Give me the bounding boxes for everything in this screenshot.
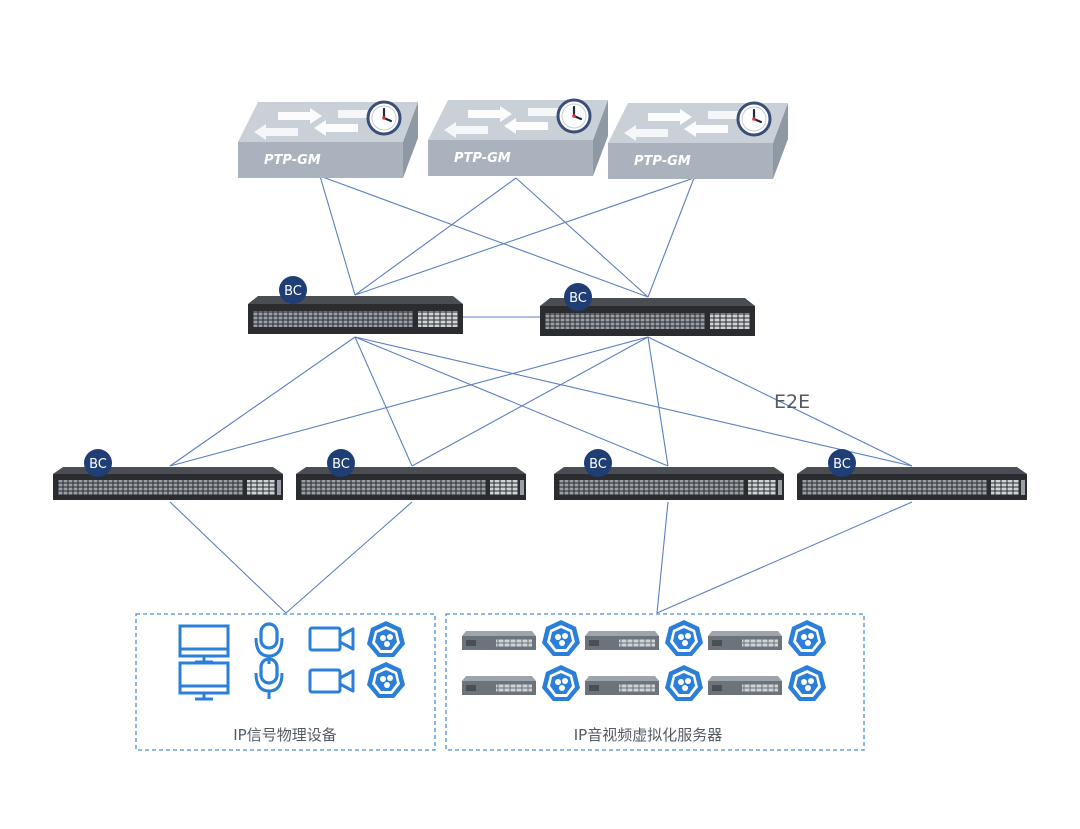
bc-badge: BC: [584, 449, 612, 477]
microphone-icon: [254, 657, 284, 701]
bc-badge-label: BC: [589, 457, 607, 472]
clock-icon: [366, 100, 402, 136]
ptp-gm-2: PTP-GM: [428, 98, 608, 176]
ptp-gm-3: PTP-GM: [608, 101, 788, 179]
kubernetes-icon: [665, 620, 703, 656]
monitor-icon: [178, 661, 230, 701]
group-label: IP信号物理设备: [233, 726, 336, 744]
e2e-label: E2E: [774, 391, 810, 413]
group-label: IP音视频虚拟化服务器: [574, 726, 722, 744]
kubernetes-icon: [367, 621, 405, 657]
group-border: [135, 613, 436, 751]
core-switch-1: [248, 296, 463, 334]
server-icon: [708, 676, 782, 695]
ptp-gm-label: PTP-GM: [454, 151, 511, 166]
bc-badge-label: BC: [89, 457, 107, 472]
monitor-icon: [178, 624, 230, 664]
ptp-gm-label: PTP-GM: [264, 153, 321, 168]
bc-badge-label: BC: [833, 457, 851, 472]
kubernetes-icon: [788, 620, 826, 656]
bc-badge: BC: [564, 283, 592, 311]
bc-badge: BC: [828, 449, 856, 477]
bc-badge: BC: [327, 449, 355, 477]
kubernetes-icon: [788, 665, 826, 701]
bc-badge: BC: [279, 276, 307, 304]
ptp-gm-1: PTP-GM: [238, 100, 418, 178]
kubernetes-icon: [542, 665, 580, 701]
clock-icon: [736, 101, 772, 137]
ptp-gm-label: PTP-GM: [634, 154, 691, 169]
video-camera-icon: [308, 626, 355, 652]
kubernetes-icon: [665, 665, 703, 701]
video-camera-icon: [308, 668, 355, 694]
kubernetes-icon: [367, 662, 405, 698]
server-icon: [585, 631, 659, 650]
clock-icon: [556, 98, 592, 134]
server-icon: [462, 631, 536, 650]
server-icon: [708, 631, 782, 650]
server-icon: [585, 676, 659, 695]
bc-badge-label: BC: [332, 457, 350, 472]
physical-devices-group: IP信号物理设备: [135, 613, 436, 751]
virtual-servers-group: IP音视频虚拟化服务器: [445, 613, 865, 751]
bc-badge: BC: [84, 449, 112, 477]
group-border: [445, 613, 865, 751]
kubernetes-icon: [542, 620, 580, 656]
server-icon: [462, 676, 536, 695]
network-links: [169, 175, 913, 614]
bc-badge-label: BC: [284, 284, 302, 299]
bc-badge-label: BC: [569, 291, 587, 306]
